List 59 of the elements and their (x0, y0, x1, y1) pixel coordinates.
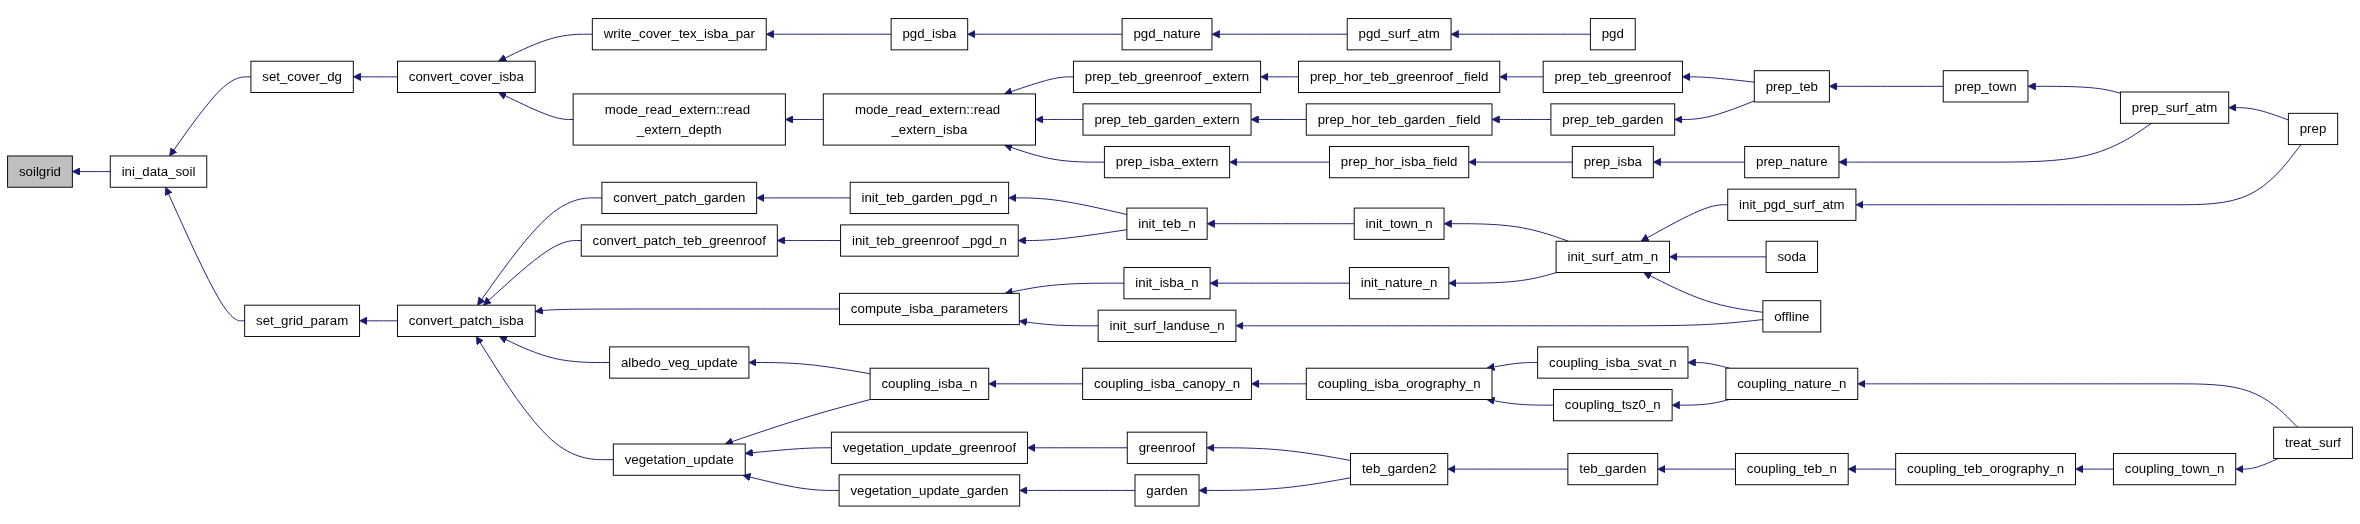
node-box: coupling_isba_orography_n (1305, 367, 1493, 400)
node-box: init_teb_greenroof _pgd_n (840, 224, 1019, 257)
node-box: init_nature_n (1348, 266, 1450, 299)
node-box: teb_garden (1567, 452, 1659, 485)
node-box: mode_read_extern::read _extern_isba (822, 93, 1036, 146)
node-box: prep_hor_isba_field (1329, 145, 1470, 178)
node-box: pgd_nature (1121, 17, 1213, 50)
node-box: convert_patch_isba (397, 304, 536, 337)
node-box: pgd (1589, 17, 1636, 50)
node-box: ini_data_soil (109, 155, 208, 188)
node-box: pgd_isba (890, 17, 969, 50)
node-box: vegetation_update (612, 443, 746, 476)
node-box: prep_teb_greenroof _extern (1072, 60, 1262, 93)
node-box: prep_isba (1571, 145, 1654, 178)
node-box: greenroof (1126, 431, 1208, 464)
node-box: init_surf_landuse_n (1097, 309, 1237, 342)
node-box: vegetation_update_greenroof (830, 431, 1028, 464)
node-box: set_grid_param (244, 304, 361, 337)
node-box: coupling_isba_n (869, 367, 990, 400)
node-box: albedo_veg_update (609, 346, 750, 379)
node-box: coupling_isba_svat_n (1537, 346, 1689, 379)
node-box: init_teb_n (1126, 207, 1208, 240)
node-box: convert_cover_isba (397, 60, 536, 93)
node-box: prep_surf_atm (2119, 91, 2230, 124)
node-box: coupling_town_n (2112, 452, 2237, 485)
node-box: init_teb_garden_pgd_n (849, 181, 1010, 214)
node-box: prep_teb (1753, 69, 1830, 103)
node-box: teb_garden2 (1350, 452, 1449, 485)
node-box: coupling_nature_n (1725, 367, 1859, 400)
node-box: convert_patch_teb_greenroof (580, 224, 778, 257)
node-box: mode_read_extern::read _extern_depth (572, 93, 786, 146)
node-box: prep_town (1942, 69, 2029, 103)
node-box: init_surf_atm_n (1555, 240, 1670, 273)
node-box: prep_nature (1744, 145, 1840, 178)
node-box: soda (1765, 240, 1819, 273)
node-box: init_pgd_surf_atm (1727, 188, 1857, 221)
node-box: compute_isba_parameters (839, 292, 1020, 325)
node-box: vegetation_update_garden (838, 474, 1021, 507)
node-box: coupling_tsz0_n (1553, 388, 1673, 421)
node-box: coupling_teb_n (1735, 452, 1849, 485)
node-box: set_cover_dg (250, 60, 354, 93)
node-box: offline (1762, 299, 1822, 333)
node-box: convert_patch_garden (601, 181, 758, 214)
node-box: prep_hor_teb_greenroof _field (1298, 60, 1501, 93)
node-box: prep_teb_garden_extern (1082, 103, 1252, 136)
node-box: pgd_surf_atm (1346, 17, 1452, 50)
node-box: prep_hor_teb_garden _field (1305, 103, 1493, 136)
node-box: coupling_teb_orography_n (1895, 452, 2076, 485)
node-box: soilgrid (7, 155, 73, 188)
node-box: init_isba_n (1123, 266, 1211, 299)
node-box: write_cover_tex_isba_par (591, 17, 767, 50)
node-box: garden (1134, 474, 1200, 507)
node-box: prep_teb_garden (1550, 103, 1676, 136)
node-box: init_town_n (1353, 207, 1445, 240)
node-box: prep_teb_greenroof (1542, 60, 1683, 93)
node-box: treat_surf (2273, 426, 2353, 459)
node-box: prep (2287, 112, 2339, 145)
node-box: coupling_isba_canopy_n (1082, 367, 1252, 400)
node-box: prep_isba_extern (1103, 145, 1231, 178)
